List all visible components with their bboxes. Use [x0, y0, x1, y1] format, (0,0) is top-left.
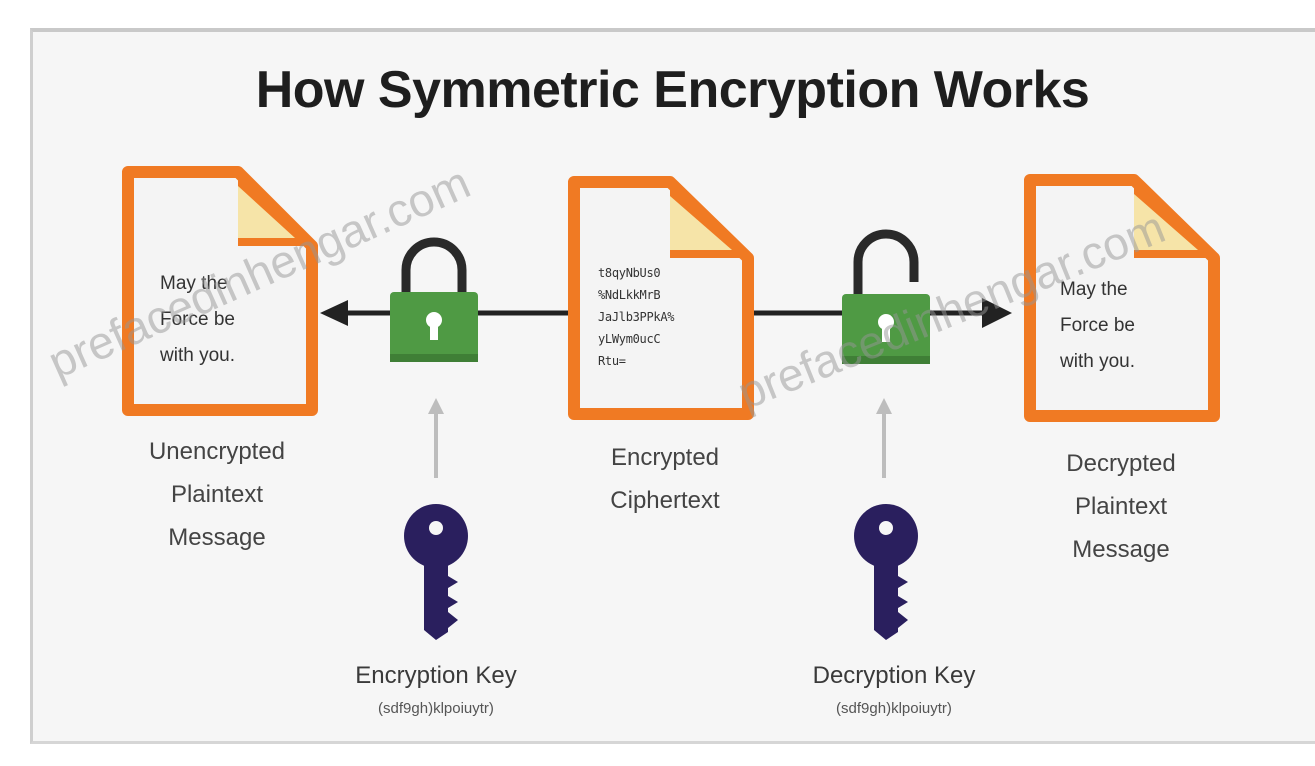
plaintext-line: May the	[160, 273, 228, 294]
ciphertext-document-text: t8qyNbUs0 %NdLkkMrB JaJlb3PPkA% yLWym0uc…	[598, 262, 674, 372]
plaintext-line: Force be	[160, 309, 235, 330]
ciphertext-line: t8qyNbUs0	[598, 266, 661, 280]
decrypted-line: Force be	[1060, 315, 1135, 336]
encryption-key-label: Encryption Key (sdf9gh)klpoiuytr)	[316, 662, 556, 717]
ciphertext-document-icon	[568, 176, 754, 420]
label-line: Plaintext	[170, 481, 264, 508]
lock-icon	[390, 237, 478, 362]
encryption-key-code: (sdf9gh)klpoiuytr)	[378, 700, 494, 717]
encryption-key-arrow	[428, 398, 444, 478]
ciphertext-line: Rtu=	[598, 354, 626, 368]
right-arrowhead-icon	[982, 298, 1012, 328]
decryption-key-name: Decryption Key	[812, 662, 976, 689]
decryption-key-code: (sdf9gh)klpoiuytr)	[836, 700, 952, 717]
decrypted-label: Decrypted Plaintext Message	[1016, 442, 1226, 571]
label-line: Message	[1072, 536, 1170, 563]
ciphertext-line: %NdLkkMrB	[598, 288, 661, 302]
decrypted-document-icon	[1024, 174, 1220, 422]
decrypted-line: with you.	[1060, 351, 1135, 372]
label-line: Message	[168, 524, 266, 551]
plaintext-document-text: May the Force be with you.	[160, 266, 235, 374]
diagram-title: How Symmetric Encryption Works	[255, 61, 1090, 119]
decrypted-document-text: May the Force be with you.	[1060, 272, 1135, 380]
plaintext-document-icon	[122, 166, 318, 416]
encryption-key-name: Encryption Key	[355, 662, 517, 689]
plaintext-line: with you.	[160, 345, 235, 366]
ciphertext-line: yLWym0ucC	[598, 332, 661, 346]
decryption-key-icon	[854, 504, 918, 640]
decryption-key-label: Decryption Key (sdf9gh)klpoiuytr)	[774, 662, 1014, 717]
encrypted-label: Encrypted Ciphertext	[560, 436, 770, 522]
label-line: Decrypted	[1066, 450, 1176, 477]
label-line: Unencrypted	[148, 438, 286, 465]
decryption-key-arrow	[876, 398, 892, 478]
label-line: Plaintext	[1074, 493, 1168, 520]
ciphertext-line: JaJlb3PPkA%	[598, 310, 675, 324]
unencrypted-label: Unencrypted Plaintext Message	[112, 430, 322, 559]
left-arrowhead-icon	[320, 300, 348, 326]
unlock-icon	[842, 229, 930, 364]
decrypted-line: May the	[1060, 279, 1128, 300]
label-line: Ciphertext	[610, 487, 720, 514]
label-line: Encrypted	[610, 444, 720, 471]
encryption-key-icon	[404, 504, 468, 640]
